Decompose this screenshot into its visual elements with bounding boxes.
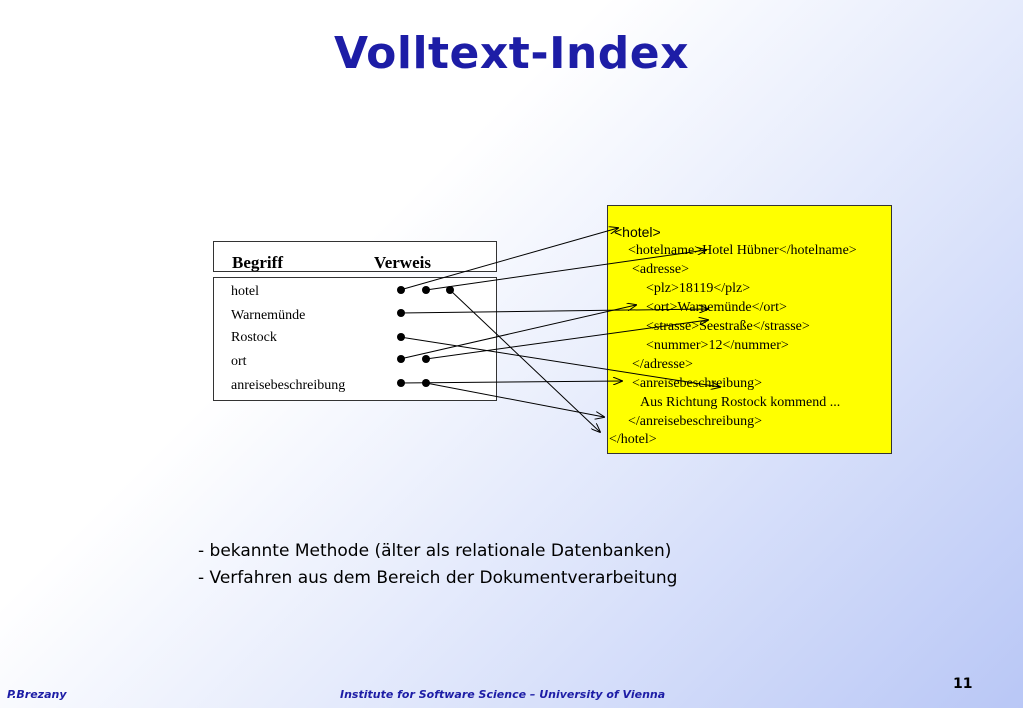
column-header-begriff: Begriff (232, 253, 283, 272)
xml-line: <ort>Warnemünde</ort> (646, 300, 787, 315)
arrow-anreise-open (399, 381, 622, 383)
reference-dot (397, 286, 405, 294)
slide-title: Volltext-Index (333, 28, 689, 79)
index-term: hotel (231, 284, 259, 299)
xml-line: Aus Richtung Rostock kommend ... (640, 395, 841, 410)
xml-line: <adresse> (632, 262, 689, 277)
bullet-point: - bekannte Methode (älter als relational… (198, 541, 672, 561)
xml-line: </hotel> (609, 432, 657, 447)
reference-dot (397, 333, 405, 341)
arrow-anreise-close (425, 382, 604, 417)
reference-dot (397, 309, 405, 317)
reference-dot (397, 379, 405, 387)
index-term: ort (231, 354, 247, 369)
arrow-hotel-to-hotel-tag (399, 228, 618, 291)
xml-line: <hotel> (614, 224, 661, 240)
bullet-point: - Verfahren aus dem Bereich der Dokument… (198, 568, 678, 588)
xml-line: </adresse> (632, 357, 693, 372)
arrow-ort-close (425, 320, 708, 360)
xml-line: <plz>18119</plz> (646, 281, 751, 296)
reference-dot (397, 355, 405, 363)
reference-dot (422, 355, 430, 363)
arrow-ort-open (399, 305, 636, 360)
xml-line: <hotelname>Hotel Hübner</hotelname> (628, 243, 857, 258)
index-term: Warnemünde (231, 308, 306, 323)
xml-line: </anreisebeschreibung> (628, 414, 762, 429)
column-header-verweis: Verweis (374, 253, 431, 272)
xml-line: <nummer>12</nummer> (646, 338, 789, 353)
footer-author: P.Brezany (7, 688, 67, 701)
reference-dot (422, 379, 430, 387)
reference-dot (422, 286, 430, 294)
arrow-rostock (399, 336, 720, 387)
arrow-hotel-to-hotelname (425, 250, 706, 291)
arrow-hotel-to-close-tag (449, 289, 600, 432)
page-number: 11 (953, 676, 973, 692)
footer-institute: Institute for Software Science – Univers… (340, 688, 666, 701)
xml-document-box: <hotel> <hotelname>Hotel Hübner</hotelna… (607, 205, 892, 454)
arrow-warnemuende (399, 309, 708, 314)
index-term: anreisebeschreibung (231, 378, 346, 393)
reference-dot (446, 286, 454, 294)
index-term-list: hotel Warnemünde Rostock ort anreisebesc… (213, 277, 497, 401)
index-term: Rostock (231, 330, 277, 345)
index-table-header: Begriff Verweis (213, 241, 497, 272)
